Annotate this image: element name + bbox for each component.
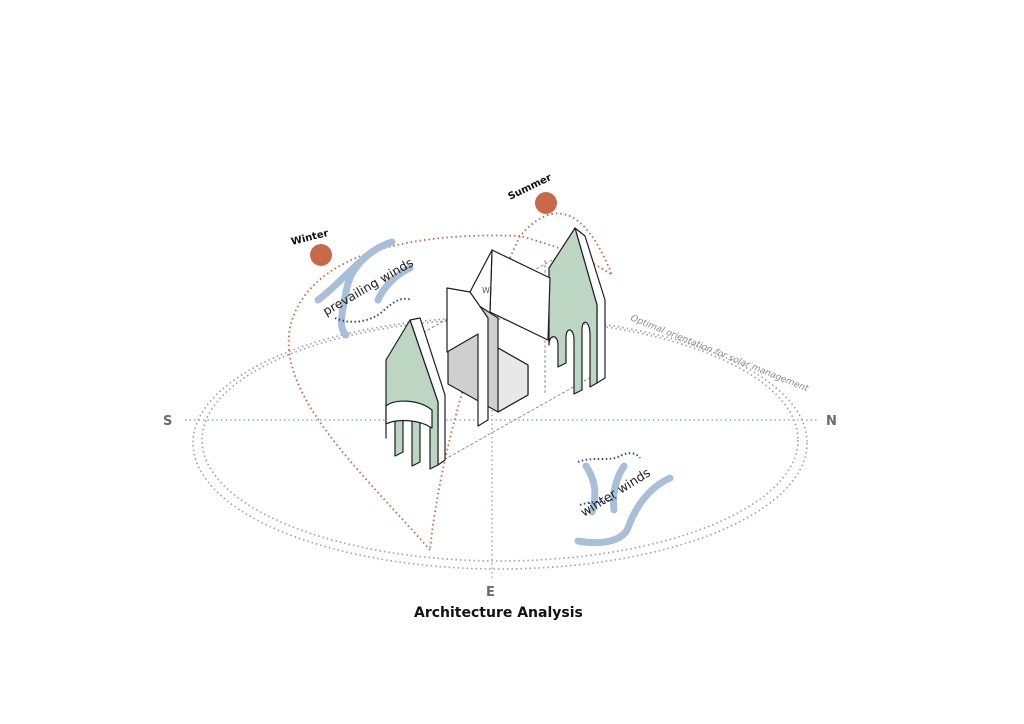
winter-wind-arrow xyxy=(582,462,599,516)
front-gable-face xyxy=(385,319,439,470)
prevailing-wind-symbol xyxy=(314,238,414,339)
winter-wind-symbol xyxy=(574,452,674,547)
winter-wind-arrow xyxy=(610,462,628,514)
compass-south: S xyxy=(163,414,172,429)
orientation-label: Optimal orientation for solar management xyxy=(629,314,810,395)
site-orbit-outer xyxy=(192,316,808,570)
prevailing-wind-arrow xyxy=(337,238,396,339)
compass-north: N xyxy=(826,414,837,429)
prevailing-wind-arrow xyxy=(374,264,414,304)
diagram-title: Architecture Analysis xyxy=(414,605,583,621)
site-orbit xyxy=(192,316,808,570)
winter-sun xyxy=(310,244,332,266)
central-core-face xyxy=(497,347,529,413)
front-gable xyxy=(385,317,446,470)
central-gable-frame xyxy=(446,287,489,427)
central-block xyxy=(446,249,551,427)
summer-sun xyxy=(535,192,557,214)
front-gable-seat xyxy=(385,400,433,429)
winter-wind-dots xyxy=(577,452,641,463)
isometric-building xyxy=(385,227,606,470)
central-roof-right xyxy=(489,249,551,341)
compass-axes xyxy=(185,320,818,578)
compass-east: E xyxy=(486,585,495,600)
roof-mark: W xyxy=(482,286,490,295)
site-orbit-inner xyxy=(201,318,799,562)
prevailing-wind-arrow xyxy=(314,258,364,304)
winter-wind-arrow xyxy=(574,474,674,547)
rear-gable-face xyxy=(548,227,598,395)
rear-gable xyxy=(548,227,606,395)
